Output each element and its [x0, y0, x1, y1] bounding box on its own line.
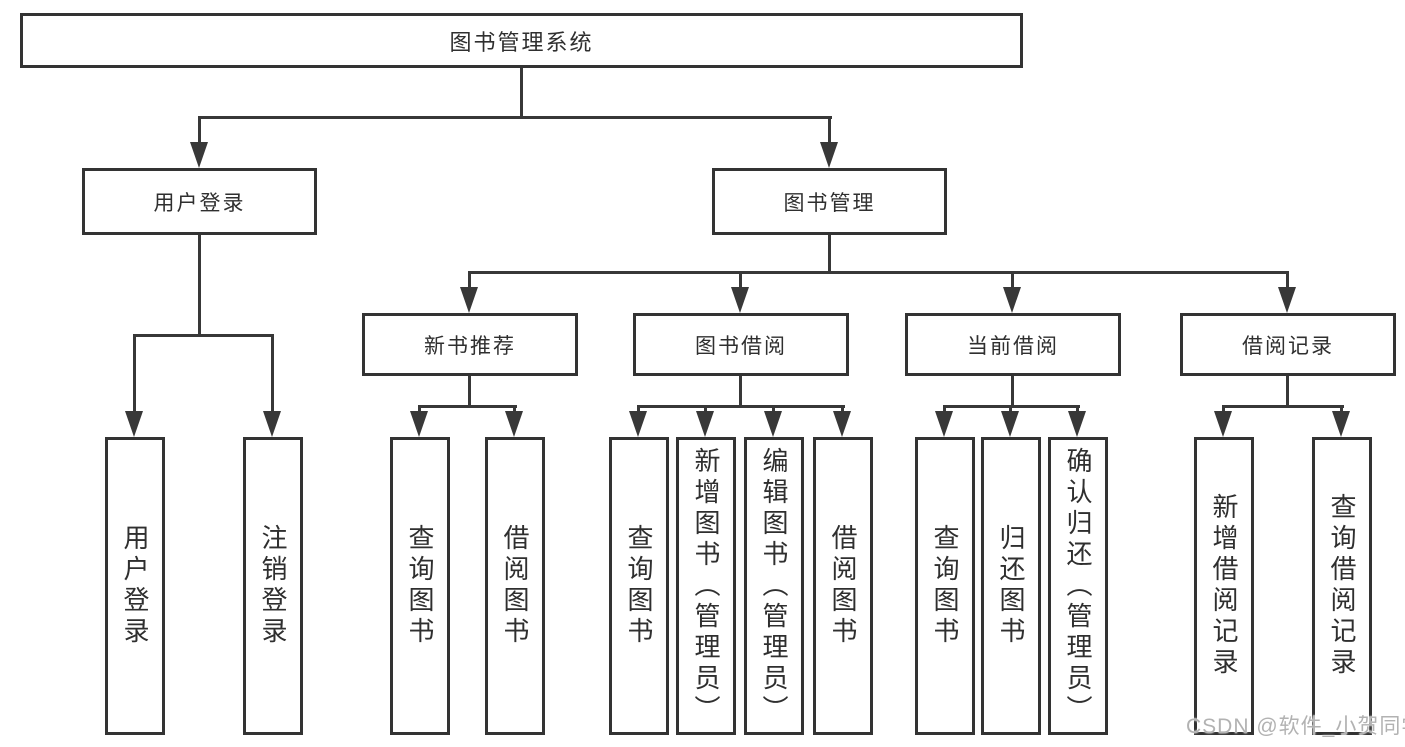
node-label: 用户登录 — [120, 524, 150, 648]
arrow-down — [1332, 411, 1350, 437]
node-book-management: 图书管理 — [712, 168, 947, 235]
node-label: 注销登录 — [258, 524, 288, 648]
node-label: 新增图书（管理员） — [691, 446, 721, 726]
arrow-down — [935, 411, 953, 437]
arrow-down — [505, 411, 523, 437]
arrow-down — [1003, 287, 1021, 313]
node-label: 新书推荐 — [424, 334, 516, 358]
connector-vline — [198, 116, 201, 144]
arrow-down — [1278, 287, 1296, 313]
connector-hline — [637, 405, 845, 408]
node-label: 查询图书 — [624, 524, 654, 648]
watermark: CSDN @软件_小贺同学 — [1186, 715, 1405, 738]
arrow-down — [125, 411, 143, 437]
node-label: 新增借阅记录 — [1209, 493, 1239, 679]
node-label: 用户登录 — [153, 191, 246, 215]
connector-vline — [468, 375, 471, 408]
connector-hline — [468, 271, 1289, 274]
node-cb-confirm-return-admin: 确认归还（管理员） — [1048, 437, 1108, 735]
arrow-down — [820, 142, 838, 168]
node-label: 当前借阅 — [967, 334, 1059, 358]
node-login: 用户登录 — [105, 437, 165, 735]
connector-vline — [739, 375, 742, 408]
node-book-borrow: 图书借阅 — [633, 313, 849, 376]
node-bb-add-books-admin: 新增图书（管理员） — [676, 437, 736, 735]
arrow-down — [190, 142, 208, 168]
connector-vline — [828, 116, 831, 144]
connector-vline — [468, 271, 471, 289]
connector-vline — [198, 234, 201, 336]
node-bh-add-record: 新增借阅记录 — [1194, 437, 1254, 735]
node-bb-edit-books-admin: 编辑图书（管理员） — [744, 437, 804, 735]
node-label: 图书借阅 — [695, 334, 787, 358]
arrow-down — [263, 411, 281, 437]
node-label: 归还图书 — [996, 524, 1026, 648]
arrow-down — [833, 411, 851, 437]
connector-vline — [828, 234, 831, 274]
connector-vline — [520, 67, 523, 118]
connector-vline — [739, 271, 742, 289]
node-rec-borrow-books: 借阅图书 — [485, 437, 545, 735]
node-cb-return-books: 归还图书 — [981, 437, 1041, 735]
node-label: 图书管理 — [783, 191, 876, 215]
node-label: 借阅图书 — [828, 524, 858, 648]
connector-hline — [133, 334, 274, 337]
node-label: 查询借阅记录 — [1327, 493, 1357, 679]
node-current-borrow: 当前借阅 — [905, 313, 1121, 376]
node-new-book-recommend: 新书推荐 — [362, 313, 578, 376]
connector-vline — [1286, 271, 1289, 289]
node-label: 借阅记录 — [1242, 334, 1334, 358]
arrow-down — [1068, 411, 1086, 437]
node-rec-query-books: 查询图书 — [390, 437, 450, 735]
arrow-down — [629, 411, 647, 437]
node-logout: 注销登录 — [243, 437, 303, 735]
connector-vline — [1011, 375, 1014, 408]
node-root: 图书管理系统 — [20, 13, 1023, 68]
node-label: 查询图书 — [930, 524, 960, 648]
arrow-down — [1214, 411, 1232, 437]
arrow-down — [1001, 411, 1019, 437]
arrow-down — [764, 411, 782, 437]
arrow-down — [731, 287, 749, 313]
node-user-login: 用户登录 — [82, 168, 317, 235]
node-cb-query-books: 查询图书 — [915, 437, 975, 735]
node-label: 借阅图书 — [500, 524, 530, 648]
node-bb-borrow-books: 借阅图书 — [813, 437, 873, 735]
node-borrow-records: 借阅记录 — [1180, 313, 1396, 376]
node-bh-query-record: 查询借阅记录 — [1312, 437, 1372, 735]
connector-hline — [1222, 405, 1344, 408]
connector-vline — [1286, 375, 1289, 408]
arrow-down — [410, 411, 428, 437]
node-bb-query-books: 查询图书 — [609, 437, 669, 735]
arrow-down — [460, 287, 478, 313]
node-label: 查询图书 — [405, 524, 435, 648]
arrow-down — [696, 411, 714, 437]
node-label: 确认归还（管理员） — [1063, 446, 1093, 726]
connector-vline — [1011, 271, 1014, 289]
connector-hline — [198, 116, 832, 119]
connector-hline — [418, 405, 517, 408]
node-label: 编辑图书（管理员） — [759, 446, 789, 726]
node-label: 图书管理系统 — [449, 29, 594, 55]
connector-vline — [271, 334, 274, 414]
connector-vline — [133, 334, 136, 414]
